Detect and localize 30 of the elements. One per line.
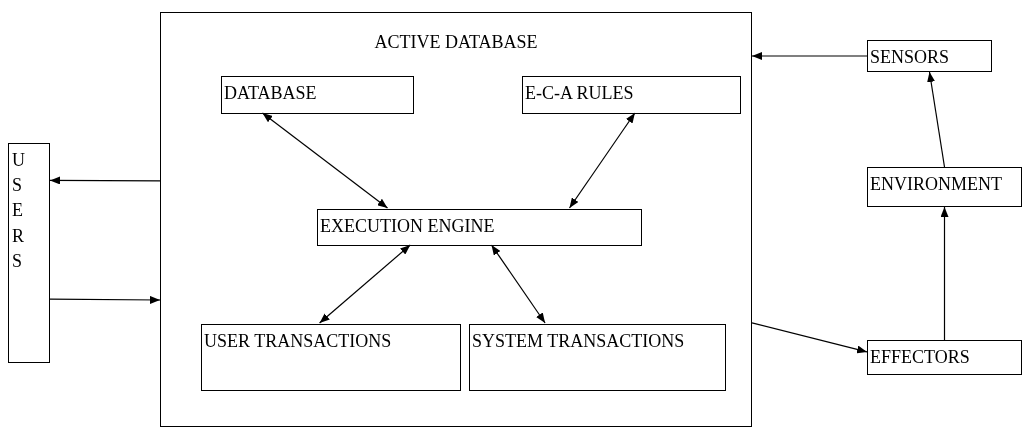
- arrow: [927, 71, 946, 168]
- process-box: [522, 76, 741, 114]
- box-label: SENSORS: [869, 46, 951, 69]
- box-label: EXECUTION ENGINE: [319, 215, 496, 238]
- process-box: [8, 143, 50, 363]
- arrow: [49, 295, 161, 304]
- system-boundary-box: [160, 12, 752, 427]
- arrow: [568, 112, 636, 209]
- process-box: [221, 76, 414, 114]
- arrow: [490, 244, 546, 324]
- arrow: [751, 52, 868, 60]
- box-label: E-C-A RULES: [524, 82, 635, 105]
- process-box: [867, 167, 1022, 207]
- process-box: [867, 40, 992, 72]
- box-label: USERS: [12, 149, 26, 273]
- box-label: USER TRANSACTIONS: [203, 330, 393, 353]
- box-label: DATABASE: [223, 82, 318, 105]
- process-box: [867, 340, 1022, 375]
- arrow: [261, 112, 389, 209]
- process-box: [469, 324, 726, 391]
- box-title: ACTIVE DATABASE: [373, 33, 539, 51]
- arrow: [319, 244, 411, 324]
- arrow: [751, 322, 868, 354]
- box-label: EFFECTORS: [869, 346, 971, 369]
- arrow: [940, 206, 949, 341]
- arrow: [49, 176, 161, 185]
- box-label: SYSTEM TRANSACTIONS: [471, 330, 686, 353]
- box-label: ENVIRONMENT: [869, 173, 1003, 196]
- process-box: [201, 324, 461, 391]
- process-box: [317, 209, 642, 246]
